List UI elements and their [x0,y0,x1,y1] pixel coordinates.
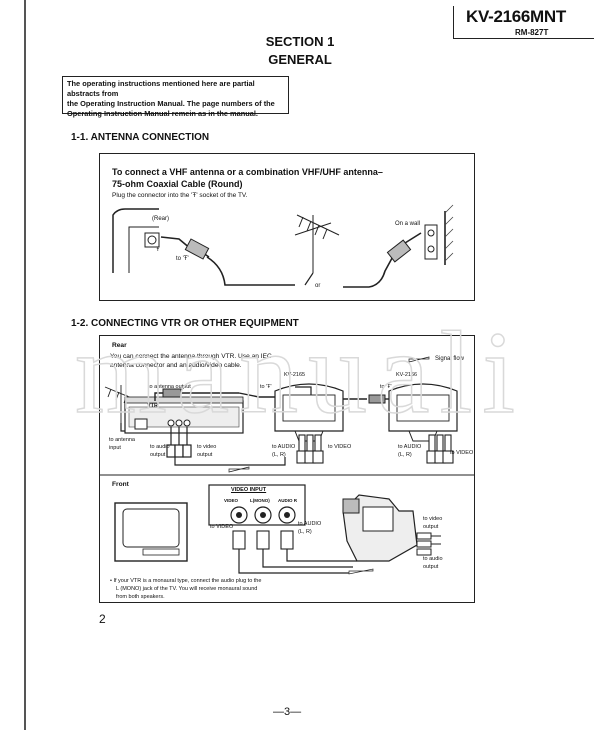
to-socket-label: to 'Ŧ' [176,256,189,262]
camera-video-output-line2: output [423,524,439,530]
front-to-video-label: to VIDEO [210,524,234,530]
antenna-title-line2: 75-ohm Coaxial Cable (Round) [112,179,243,189]
rear-heading: Rear [112,342,127,349]
model-box [453,6,594,39]
tv-left-model: KV-2165 [284,372,306,378]
signal-flow-label: Signal flow [435,356,465,362]
to-video-right-label: to VIDEO [450,450,474,456]
to-audio-lr-right-line1: to AUDIO [398,444,422,450]
tv-right-model: KV-2166 [396,372,418,378]
antenna-diagram-box [99,153,475,301]
front-to-audio-line1: to AUDIO [298,521,322,527]
front-heading: Front [112,481,129,488]
front-to-audio-line2: (L, R) [298,529,312,535]
to-audio-output-line1: to audio [150,444,170,450]
to-antenna-output-label: to antenna output [148,384,191,390]
to-video-label: to VIDEO [328,444,352,450]
vtr-diagram-box [99,335,475,603]
page-number: 2 [99,612,106,626]
footnote-line2: L (MONO) jack of the TV. You will receiv… [116,586,258,592]
on-wall-label: On a wall [395,221,421,227]
camera-audio-output-line1: to audio [423,556,443,562]
camera-audio-output-line2: output [423,564,439,570]
section-subtitle: GENERAL [268,52,332,67]
to-audio-lr-line1: to AUDIO [272,444,296,450]
heading-connecting-vtr: 1-2. CONNECTING VTR OR OTHER EQUIPMENT [71,318,299,329]
vtr-rear-diagram [99,356,475,575]
model-number: KV-2166MNT [466,7,566,26]
footnote-line1: • If your VTR is a monaural type, connec… [110,578,262,584]
to-t-label-1: to 'Ŧ' [260,384,272,390]
camera-video-output-line1: to video [423,516,443,522]
antenna-diagram [112,204,454,288]
footer-page-number: —3— [273,706,302,718]
antenna-instruction: Plug the connector into the 'Ŧ' socket o… [112,192,248,199]
to-antenna-input-line2: input [109,445,121,451]
footnote-line3: from both speakers. [116,594,165,600]
note-box: The operating instructions mentioned her… [62,76,289,118]
heading-antenna-connection: 1-1. ANTENNA CONNECTION [71,132,210,143]
note-line: The operating instructions mentioned her… [67,79,255,98]
rear-label: (Rear) [152,216,170,222]
note-line: Operating Instruction Manual remein as i… [67,109,258,118]
watermark: manuali [74,322,525,432]
rear-text-line1: You can connect the antenna through VTR.… [110,353,272,360]
to-audio-lr-line2: (L, R) [272,452,286,458]
watermark-text: manuali [75,322,525,432]
to-video-output-line2: output [197,452,213,458]
page-edge-line [24,0,26,730]
to-antenna-input-line1: to antenna [109,437,135,443]
to-audio-output-line2: output [150,452,166,458]
to-audio-lr-right-line2: (L, R) [398,452,412,458]
note-line: the Operating Instruction Manual. The pa… [67,99,275,108]
section-title: SECTION 1 [265,34,335,49]
rear-text-line2: antenna connector and an audio/video cab… [110,362,242,369]
vtr-label: VTR [147,403,158,409]
remote-model: RM-827T [515,28,549,37]
to-t-label-2: to 'Ŧ' [380,384,392,390]
or-label: or [315,283,321,289]
jack-audio-r-label: AUDIO R [278,498,297,503]
jack-video-label: VIDEO [224,498,239,503]
antenna-title-line1: To connect a VHF antenna or a combinatio… [112,167,383,177]
jack-lmono-label: L(MONO) [250,498,270,503]
video-input-label: VIDEO INPUT [231,487,267,493]
socket-symbol: Ŧ [156,247,160,253]
to-video-output-line1: to video [197,444,217,450]
